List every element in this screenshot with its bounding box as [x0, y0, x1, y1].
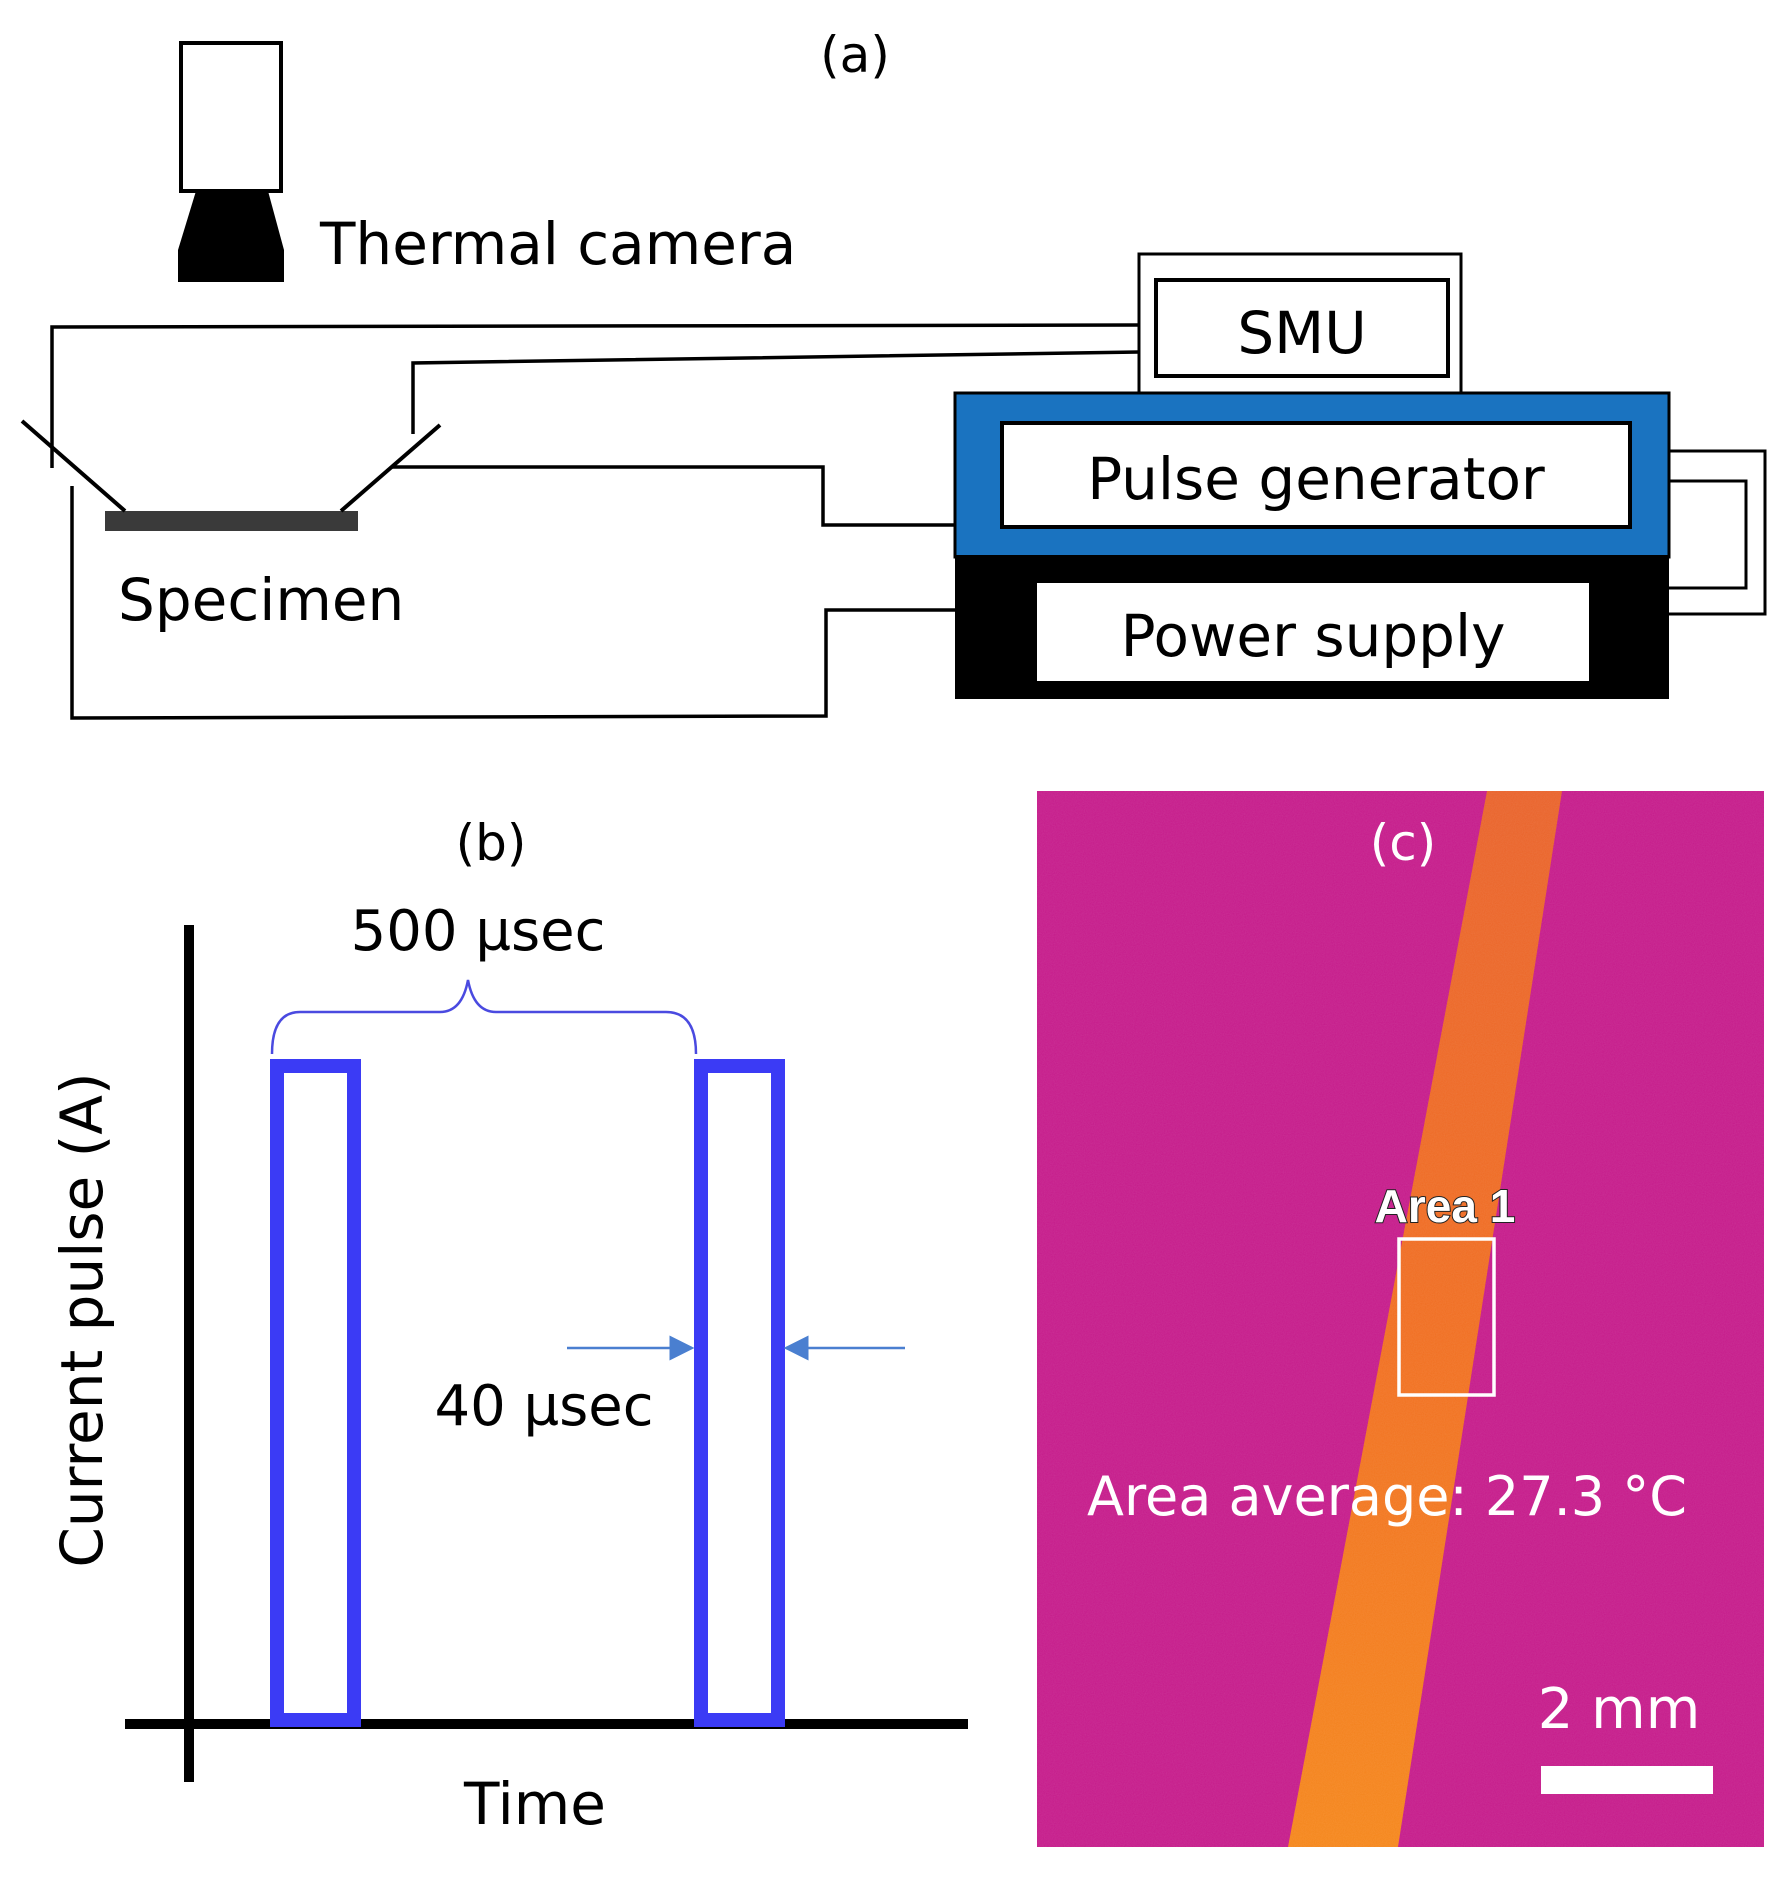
- area-label: Area 1: [1375, 1180, 1516, 1232]
- area-average-readout: Area average: 27.3 °C: [1087, 1465, 1687, 1528]
- pulse-generator-label: Pulse generator: [1087, 445, 1545, 513]
- smu-label: SMU: [1237, 299, 1366, 367]
- pulse-2: [694, 1059, 785, 1727]
- circuit-wires: [50, 323, 1140, 720]
- period-label: 500 µsec: [351, 899, 606, 964]
- panel-b: (b) Current pulse (A) Time 500 µsec 40 µ…: [48, 814, 968, 1838]
- scale-bar: [1541, 1766, 1713, 1794]
- pulse-generator-box: [1000, 421, 1632, 529]
- panel-c: (c) Area 1 Area average: 27.3 °C 2 mm: [1037, 791, 1764, 1847]
- panel-c-label: (c): [1370, 814, 1437, 872]
- specimen-bar: [105, 511, 358, 531]
- panel-b-label: (b): [456, 814, 527, 872]
- specimen-label: Specimen: [118, 566, 404, 634]
- pulse-width-label: 40 µsec: [434, 1374, 653, 1439]
- panel-a: (a) Thermal camera SMU Pulse generator P…: [20, 26, 1767, 720]
- thermal-camera-icon: [178, 41, 284, 282]
- smu-box: [1154, 278, 1450, 378]
- probe-wires: [20, 419, 442, 513]
- power-supply-box: [1037, 583, 1589, 681]
- scale-bar-label: 2 mm: [1538, 1677, 1701, 1742]
- power-supply-label: Power supply: [1121, 602, 1506, 670]
- y-axis-label: Current pulse (A): [48, 1072, 116, 1567]
- generator-supply-loop: [1669, 449, 1767, 616]
- pulse-1: [270, 1059, 361, 1727]
- pulse-axes: [125, 925, 968, 1782]
- x-axis-label: Time: [463, 1770, 606, 1838]
- measurement-region: [1397, 1237, 1496, 1397]
- thermal-camera-label: Thermal camera: [319, 210, 796, 278]
- period-brace: [270, 979, 698, 1055]
- panel-a-label: (a): [820, 26, 890, 84]
